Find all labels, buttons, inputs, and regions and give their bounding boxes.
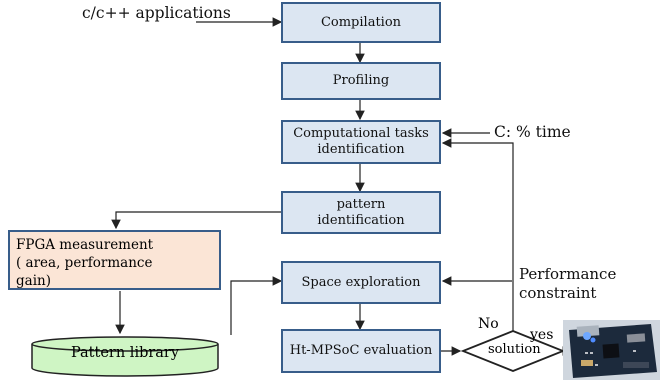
performance-label: Performance constraint	[519, 265, 616, 303]
decision-solution-label: solution	[488, 342, 541, 357]
evaluation-label: Ht-MPSoC evaluation	[289, 343, 433, 358]
space-label: Space exploration	[301, 274, 421, 290]
decision-yes-label: yes	[530, 327, 554, 343]
pattern-label-line1: pattern	[336, 196, 386, 212]
apps-input-label: c/c++ applications	[82, 4, 231, 22]
profiling-box: Profiling	[281, 62, 441, 100]
tasks-label-line2: identification	[317, 142, 405, 157]
decision-no-label: No	[478, 316, 499, 332]
pattern-identification-box: pattern identification	[281, 191, 441, 234]
compilation-label: Compilation	[320, 14, 402, 30]
performance-label-line2: constraint	[519, 284, 597, 302]
performance-label-line1: Performance	[519, 265, 617, 283]
pattern-label-line2: identification	[317, 212, 405, 228]
tasks-identification-box: Computational tasks identification	[281, 120, 441, 164]
fpga-label-line2: ( area, performance	[16, 255, 153, 271]
fpga-board-image	[563, 320, 660, 380]
arrow-library-to-space	[230, 276, 283, 335]
fpga-measurement-box: FPGA measurement ( area, performance gai…	[8, 230, 221, 290]
arrow-feedback-loop	[441, 138, 514, 331]
pattern-library-cylinder	[31, 336, 219, 377]
fpga-label-line3: gain)	[16, 273, 51, 289]
space-exploration-box: Space exploration	[281, 261, 441, 304]
fpga-label-line1: FPGA measurement	[16, 237, 154, 253]
compilation-box: Compilation	[281, 2, 441, 43]
pattern-library-label: Pattern library	[70, 345, 180, 361]
evaluation-box: Ht-MPSoC evaluation	[281, 329, 441, 373]
arrow-pattern-to-fpga	[111, 211, 281, 230]
profiling-label: Profiling	[332, 73, 390, 88]
time-input-label: C: % time	[494, 123, 571, 141]
tasks-label-line1: Computational tasks	[293, 126, 429, 141]
